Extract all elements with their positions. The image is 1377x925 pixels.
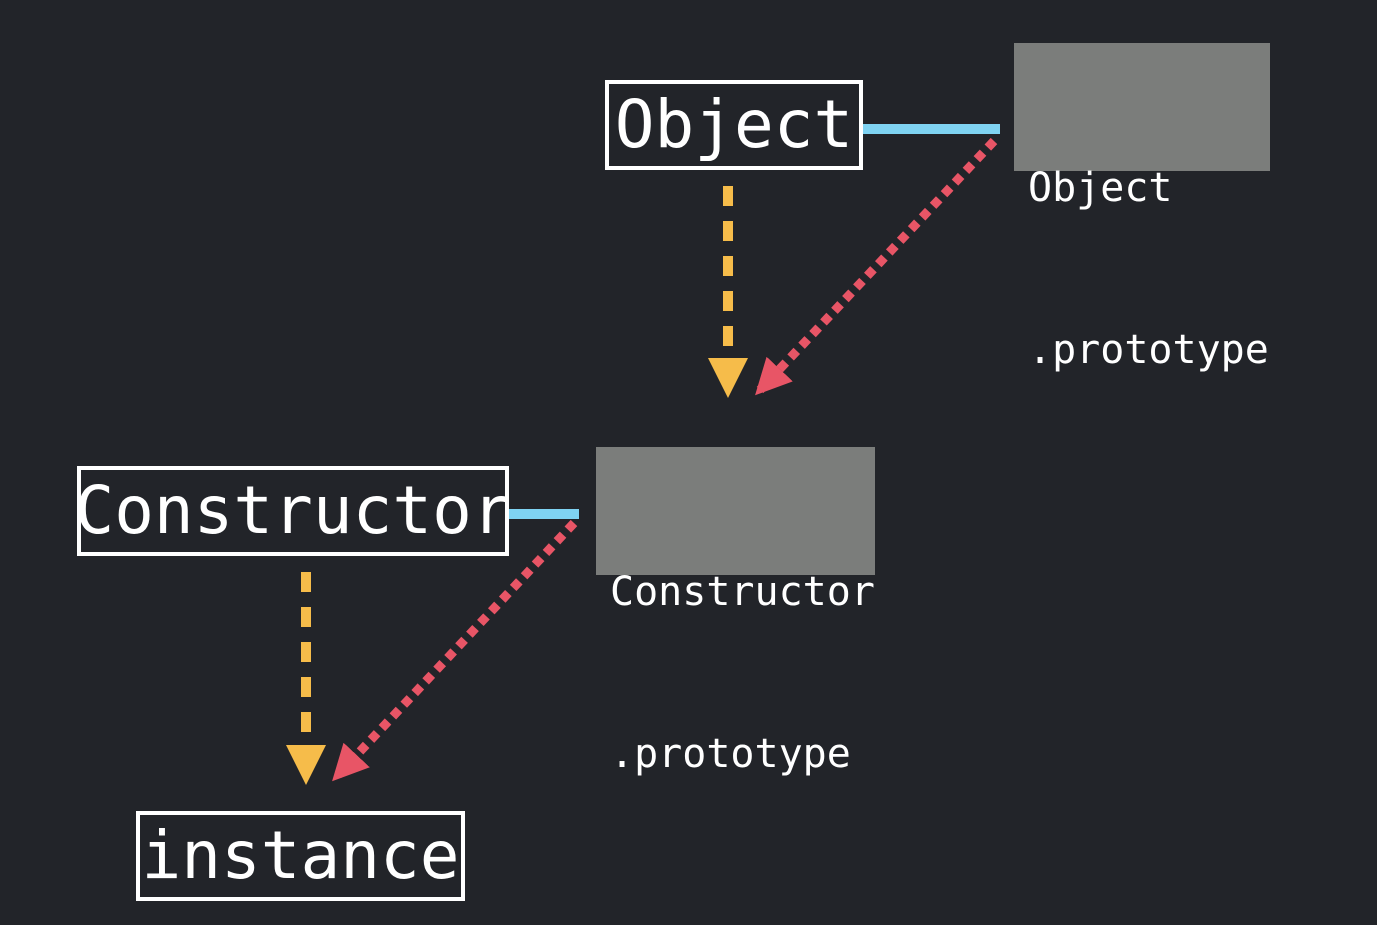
constructor-prototype-line2: .prototype	[610, 731, 851, 777]
constructor-label: Constructor	[74, 472, 512, 549]
object-prototype-node: Object .prototype	[1014, 43, 1270, 373]
object-prototype-to-constructor-prototype-arrow	[755, 137, 998, 396]
instance-node: instance	[136, 811, 465, 901]
instance-label: instance	[141, 817, 460, 894]
constructor-prototype-to-instance-arrow	[332, 519, 578, 782]
object-node: Object	[605, 80, 863, 170]
object-label: Object	[614, 86, 854, 163]
constructor-prototype-line1: Constructor	[610, 569, 875, 615]
constructor-node: Constructor	[74, 466, 512, 556]
object-prototype-line1: Object	[1028, 165, 1173, 211]
object-prototype-line2: .prototype	[1028, 327, 1269, 373]
constructor-prototype-node: Constructor .prototype	[596, 447, 875, 777]
